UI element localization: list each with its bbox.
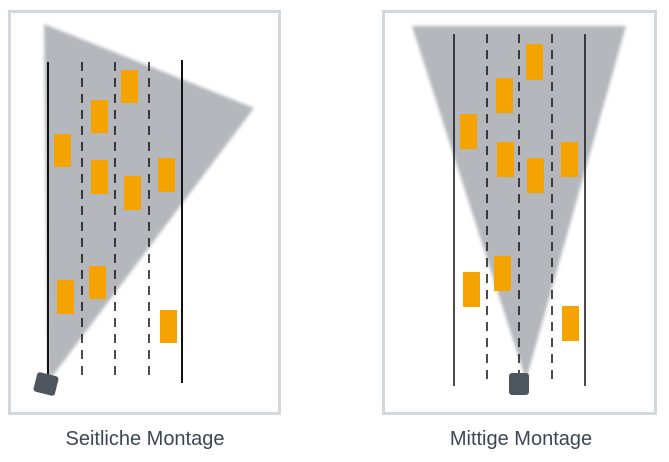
vehicle	[54, 134, 71, 167]
vehicle	[494, 256, 511, 291]
vehicle	[463, 272, 480, 307]
vehicle	[460, 114, 477, 149]
vehicle	[91, 100, 108, 133]
vehicle	[561, 142, 578, 177]
vehicle	[57, 280, 74, 314]
vehicle	[526, 44, 543, 80]
vehicle	[91, 160, 108, 194]
vehicle	[160, 310, 177, 343]
camera-icon	[33, 372, 59, 396]
center-mount-panel	[382, 10, 658, 416]
center-mount-diagram	[382, 10, 657, 415]
camera-icon	[509, 373, 529, 395]
vehicle	[124, 176, 141, 210]
caption-center-mount: Mittige Montage	[449, 428, 593, 450]
vehicle	[158, 158, 175, 192]
vehicle	[527, 158, 544, 193]
side-mount-diagram	[8, 10, 281, 415]
vehicle	[496, 78, 513, 113]
side-mount-panel	[8, 10, 282, 416]
vehicle	[562, 306, 579, 341]
caption-side-mount: Seitliche Montage	[65, 428, 225, 450]
vehicle	[497, 142, 514, 177]
vehicle	[89, 266, 106, 299]
vehicle	[121, 70, 138, 103]
